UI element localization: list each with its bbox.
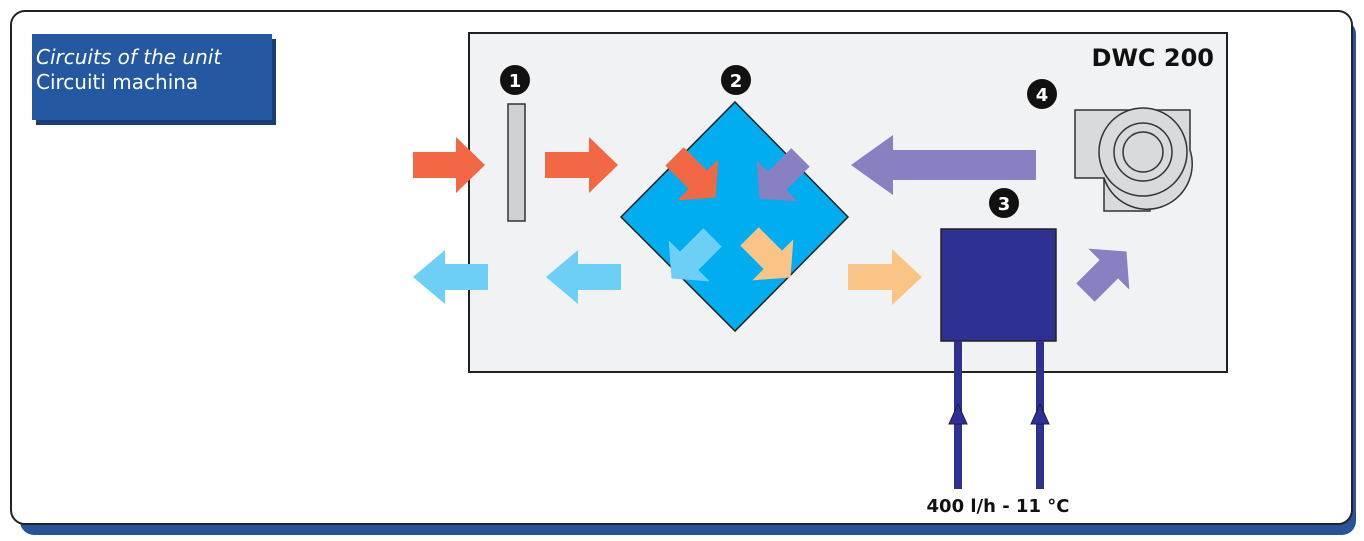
title-english: Circuits of the unit — [36, 45, 222, 69]
fan-icon — [1074, 107, 1193, 212]
outdoor-air-arrow-filtered — [545, 137, 618, 193]
marker-4-label: 4 — [1036, 85, 1049, 106]
outdoor-air-arrow-in — [413, 137, 485, 193]
pipe-arrow-right — [1030, 402, 1050, 425]
unit-name: DWC 200 — [1092, 44, 1214, 72]
marker-4: 4 — [1027, 79, 1057, 109]
marker-2: 2 — [721, 65, 751, 95]
supply-air-arrow-to-fan — [1076, 248, 1130, 302]
water-supply-label: 400 l/h - 11 °C — [927, 496, 1070, 517]
marker-3: 3 — [989, 188, 1019, 218]
marker-1-label: 1 — [509, 71, 522, 92]
exhaust-air-arrow-mid — [546, 250, 621, 304]
filter — [507, 103, 526, 222]
title-box-front: Circuits of the unit Circuiti machina — [32, 34, 272, 120]
exhaust-air-arrow-out — [413, 250, 488, 304]
pipe-arrow-left — [948, 402, 968, 425]
marker-2-label: 2 — [730, 71, 743, 92]
exhaust-air-arrow-exchanger — [668, 228, 722, 282]
marker-3-label: 3 — [998, 194, 1011, 215]
extract-air-arrow-exchanger — [756, 148, 810, 202]
water-coil — [940, 228, 1057, 342]
unit-casing — [468, 32, 1228, 373]
supply-air-arrow-exchanger — [740, 227, 794, 281]
title-box: Circuits of the unit Circuiti machina — [32, 34, 276, 125]
outdoor-air-arrow-exchanger — [665, 147, 719, 201]
title-italian: Circuiti machina — [36, 70, 199, 94]
marker-1: 1 — [500, 65, 530, 95]
extract-air-arrow-long — [851, 135, 1036, 195]
supply-air-arrow-to-coil — [848, 249, 922, 305]
